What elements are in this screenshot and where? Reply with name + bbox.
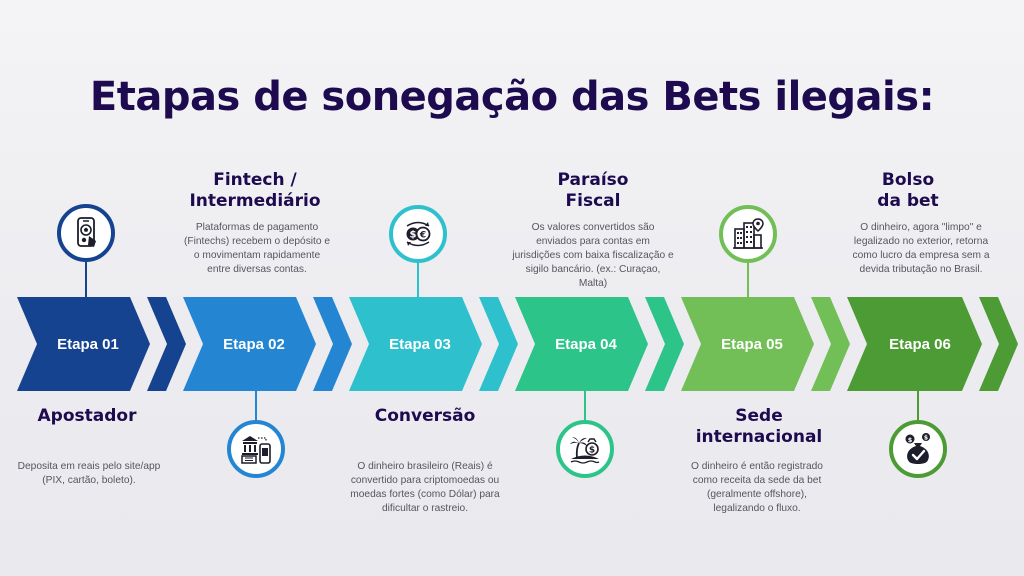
step-4-title: Paraíso Fiscal: [557, 170, 629, 211]
step-1-title: Apostador: [37, 406, 137, 426]
step-2-description: Plataformas de pagamento (Fintechs) rece…: [183, 222, 331, 275]
step-2-icon-circle: [227, 420, 285, 478]
step-5-tag: Etapa 05: [721, 336, 783, 353]
phone-soccer-ball-icon: [77, 217, 96, 247]
step-6-icon-circle: $ $: [889, 420, 947, 478]
step-4-icon-circle: $: [556, 420, 614, 478]
city-location-icon: [733, 218, 764, 249]
step-5-description: O dinheiro é então registrado como recei…: [691, 461, 823, 514]
svg-text:$: $: [924, 435, 928, 442]
step-2-connector: [255, 391, 257, 422]
step-5-connector: [747, 263, 749, 297]
step-5-title: Sede internacional: [695, 406, 823, 447]
step-3-description: O dinheiro brasileiro (Reais) é converti…: [350, 461, 500, 514]
step-5-chevron: [681, 297, 814, 391]
step-1-description: Deposita em reais pelo site/app (PIX, ca…: [17, 461, 161, 486]
step-6-small-chevron: [979, 297, 1018, 391]
step-6-connector: [917, 391, 919, 422]
step-6-tag: Etapa 06: [889, 336, 951, 353]
step-3-icon-circle: $ €: [389, 205, 447, 263]
step-2-title: Fintech / Intermediário: [189, 170, 321, 211]
step-6-description: O dinheiro, agora "limpo" e legalizado n…: [852, 222, 990, 275]
step-2-chevron: [183, 297, 316, 391]
step-3-title: Conversão: [374, 406, 476, 426]
step-1-chevron: [17, 297, 150, 391]
step-4-tag: Etapa 04: [555, 336, 617, 353]
step-4-small-chevron: [645, 297, 684, 391]
step-3-connector: [417, 263, 419, 297]
step-4-connector: [584, 391, 586, 422]
island-money-icon: $: [570, 437, 600, 464]
bank-to-mobile-icon: [241, 436, 271, 464]
step-5-icon-circle: [719, 205, 777, 263]
page-title: Etapas de sonegação das Bets ilegais:: [89, 74, 935, 120]
step-2-tag: Etapa 02: [223, 336, 285, 353]
money-bag-check-icon: $ $: [905, 433, 930, 464]
step-1-connector: [85, 262, 87, 297]
step-1-icon-circle: [57, 204, 115, 262]
step-1-tag: Etapa 01: [57, 336, 119, 353]
step-5-small-chevron: [811, 297, 850, 391]
step-3-chevron: [349, 297, 482, 391]
svg-text:$: $: [589, 446, 595, 456]
step-1-small-chevron: [147, 297, 186, 391]
svg-text:€: €: [419, 231, 426, 241]
step-6-chevron: [847, 297, 982, 391]
svg-text:$: $: [410, 230, 417, 241]
step-4-description: Os valores convertidos são enviados para…: [512, 222, 674, 289]
step-6-title: Bolso da bet: [877, 170, 939, 211]
step-3-small-chevron: [479, 297, 518, 391]
currency-exchange-icon: $ €: [406, 221, 431, 247]
step-2-small-chevron: [313, 297, 352, 391]
step-3-tag: Etapa 03: [389, 336, 451, 353]
svg-text:$: $: [908, 436, 913, 444]
step-4-chevron: [515, 297, 648, 391]
